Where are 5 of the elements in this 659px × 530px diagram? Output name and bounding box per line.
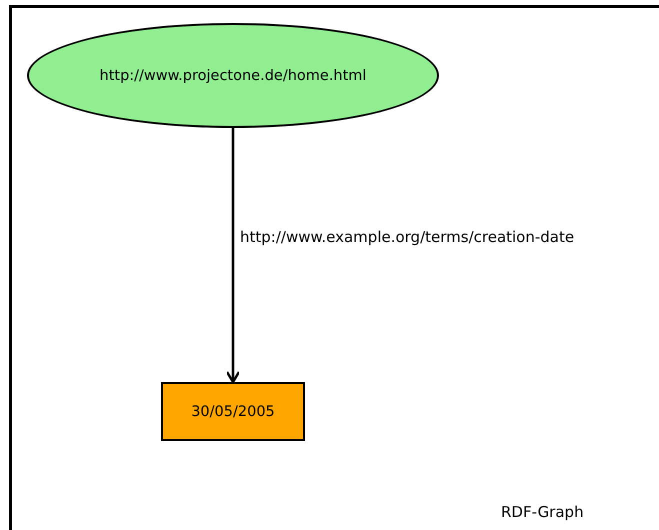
graph-caption: RDF-Graph	[501, 503, 584, 521]
arrow	[226, 128, 240, 384]
edge-label: http://www.example.org/terms/creation-date	[240, 228, 574, 246]
literal-box: 30/05/2005	[161, 382, 305, 441]
resource-ellipse: http://www.projectone.de/home.html	[27, 23, 439, 128]
